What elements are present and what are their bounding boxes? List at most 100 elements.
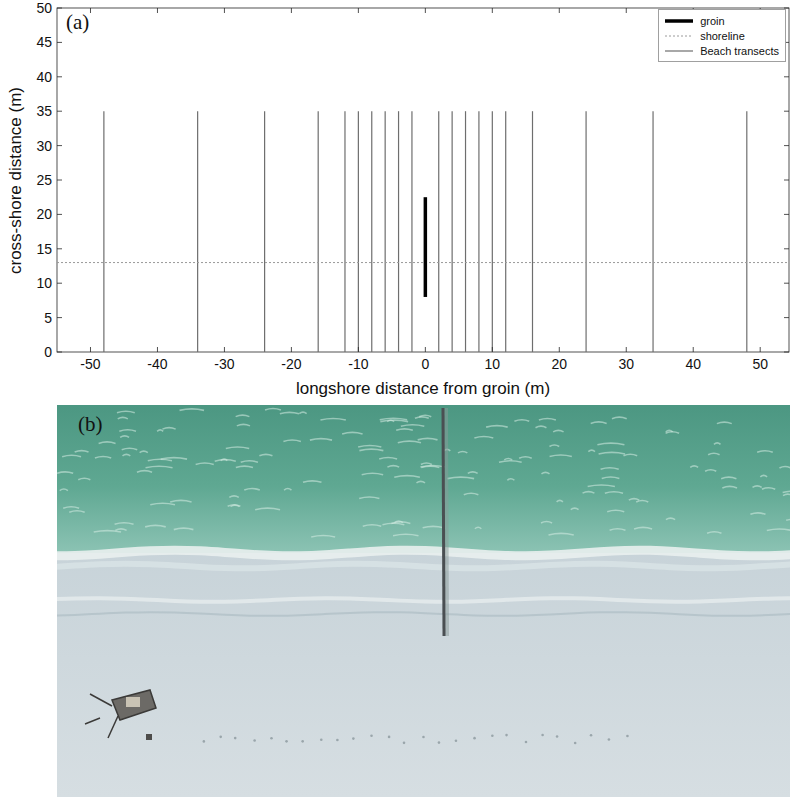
panel-label: (a) xyxy=(66,12,89,33)
wave-glint xyxy=(721,477,736,479)
tick-mark xyxy=(784,214,789,215)
wave-glint xyxy=(571,508,579,510)
wave-glint xyxy=(236,415,250,417)
wave-glint xyxy=(602,477,620,479)
wave-glint xyxy=(63,507,79,509)
wave-glint xyxy=(396,429,413,431)
tick-mark xyxy=(784,283,789,284)
beach-transect xyxy=(652,111,653,352)
tick-mark xyxy=(425,347,426,352)
beach-transect xyxy=(385,111,386,352)
wave-glint xyxy=(137,471,152,473)
wave-glint xyxy=(666,518,675,520)
wave-glint xyxy=(610,529,626,531)
tick-mark xyxy=(784,111,789,112)
tick-label: -10 xyxy=(348,357,368,371)
tick-label: 35 xyxy=(36,104,52,118)
wave-glint xyxy=(415,417,429,419)
tick-mark xyxy=(626,347,627,352)
tick-label: -20 xyxy=(281,357,301,371)
beach-transect xyxy=(532,111,533,352)
wave-glint xyxy=(280,412,299,414)
tick-label: 50 xyxy=(752,357,768,371)
wave-glint xyxy=(255,508,280,510)
wave-glint xyxy=(215,460,236,462)
tick-mark xyxy=(57,8,62,9)
footprint xyxy=(203,740,206,743)
wave-glint xyxy=(115,529,126,531)
wave-glint xyxy=(447,477,474,479)
tick-label: 10 xyxy=(36,276,52,290)
wave-glint xyxy=(507,479,514,481)
wave-glint xyxy=(180,409,205,411)
tick-mark xyxy=(784,317,789,318)
legend-entry: shoreline xyxy=(663,28,779,43)
footprint xyxy=(403,742,406,745)
tick-mark xyxy=(784,180,789,181)
wave-glint xyxy=(786,519,790,521)
tick-mark xyxy=(693,347,694,352)
wave-glint xyxy=(588,485,615,487)
tick-mark xyxy=(157,8,158,13)
legend-entry: Beach transects xyxy=(663,43,779,58)
tick-mark xyxy=(90,347,91,352)
tick-mark xyxy=(425,8,426,13)
wave-glint xyxy=(714,443,721,445)
tick-mark xyxy=(57,76,62,77)
tick-mark xyxy=(57,248,62,249)
footprint xyxy=(541,734,544,737)
wave-glint xyxy=(57,472,73,474)
wave-glint xyxy=(123,454,131,456)
footprint xyxy=(320,738,323,741)
footprint xyxy=(590,734,593,737)
tick-mark xyxy=(57,145,62,146)
footprint xyxy=(285,740,288,743)
wave-glint xyxy=(118,417,128,419)
wave-glint xyxy=(60,489,68,491)
tick-mark xyxy=(784,76,789,77)
wave-glint xyxy=(148,459,172,461)
wave-glint xyxy=(629,499,639,501)
tick-label: -40 xyxy=(147,357,167,371)
wave-glint xyxy=(550,455,572,457)
wave-glint xyxy=(636,501,648,503)
footprint xyxy=(270,737,273,740)
wave-glint xyxy=(519,457,532,459)
tick-mark xyxy=(57,180,62,181)
wave-glint xyxy=(783,491,790,493)
tick-mark xyxy=(57,111,62,112)
sea-water xyxy=(57,405,790,553)
wave-glint xyxy=(623,454,637,456)
aerial-photo xyxy=(57,405,790,797)
tick-label: 50 xyxy=(36,1,52,15)
wave-glint xyxy=(157,430,163,432)
wave-glint xyxy=(359,449,383,451)
wave-glint xyxy=(599,452,625,454)
panel-label: (b) xyxy=(78,414,103,435)
tick-mark xyxy=(57,214,62,215)
tick-mark xyxy=(559,347,560,352)
wave-glint xyxy=(170,500,191,502)
axis-title: cross-shore distance (m) xyxy=(8,86,25,273)
legend-box: groinshorelineBeach transects xyxy=(658,9,786,62)
wave-glint xyxy=(767,529,790,531)
wave-glint xyxy=(549,533,574,535)
wave-glint xyxy=(140,451,148,453)
wave-glint xyxy=(401,425,424,427)
wave-glint xyxy=(464,493,479,495)
wave-glint xyxy=(514,420,529,422)
wave-glint xyxy=(553,430,563,432)
wave-glint xyxy=(666,432,680,434)
wave-glint xyxy=(395,521,403,523)
footprint xyxy=(438,741,441,744)
wave-glint xyxy=(634,527,652,529)
wave-glint xyxy=(393,534,418,536)
tick-mark xyxy=(57,317,62,318)
beach-transect xyxy=(492,111,493,352)
beach-transect xyxy=(398,111,399,352)
wave-glint xyxy=(474,437,493,439)
wave-glint xyxy=(486,426,508,428)
wave-glint xyxy=(284,489,291,491)
surf-foam xyxy=(57,564,790,569)
